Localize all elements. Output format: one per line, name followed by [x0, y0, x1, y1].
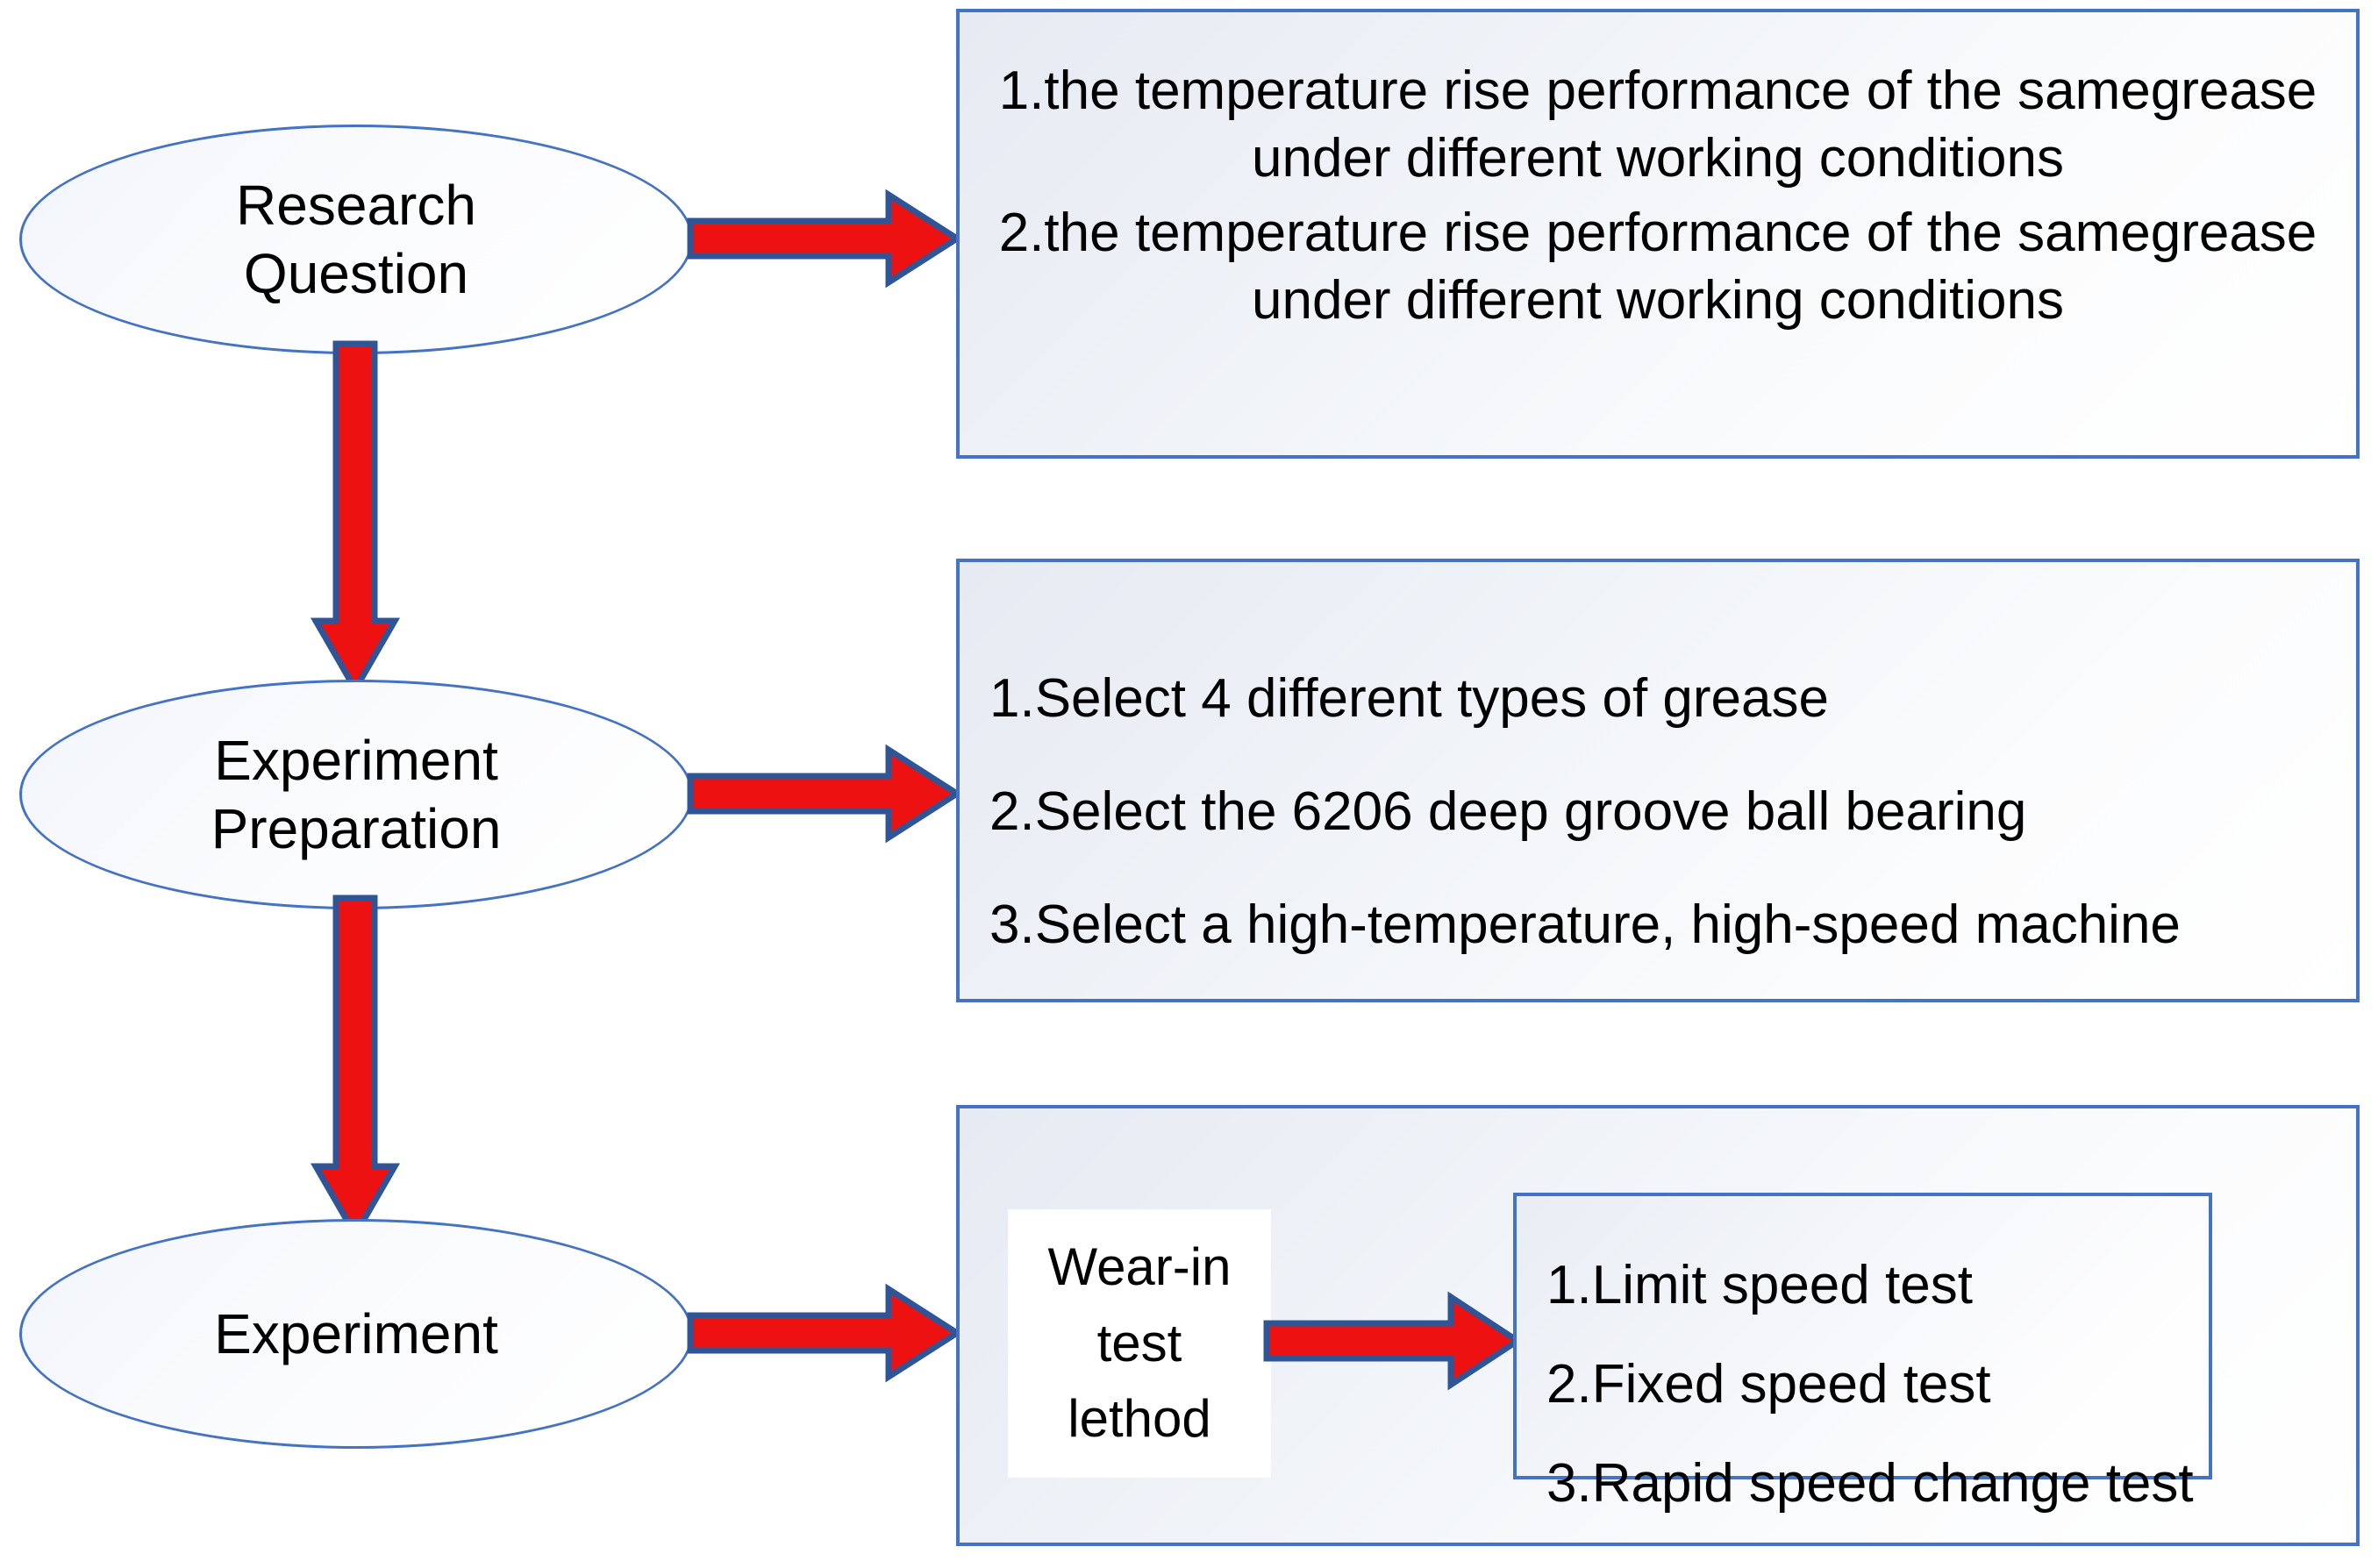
stage-label-research-question: Research Question	[236, 173, 476, 305]
arrow-preparation-to-experiment	[298, 894, 412, 1242]
stage-label-experiment-preparation: Experiment Preparation	[211, 728, 502, 860]
panel-line: 1.the temperature rise performance of th…	[998, 61, 2317, 189]
panel-experiment: Wear-in test lethod 1.Limit speed test 2…	[956, 1105, 2360, 1546]
test-line: 1.Limit speed test	[1546, 1255, 1973, 1315]
arrow-question-to-preparation	[298, 340, 412, 696]
arrow-method-to-tests	[1263, 1288, 1524, 1393]
arrow-experiment-to-panel3	[687, 1280, 963, 1386]
panel-experiment-preparation: 1.Select 4 different types of grease 2.S…	[956, 559, 2360, 1002]
arrow-preparation-to-panel2	[687, 741, 963, 846]
wear-in-test-method-label: Wear-in test lethod	[1047, 1237, 1232, 1449]
stage-ellipse-experiment-preparation[interactable]: Experiment Preparation	[19, 680, 693, 909]
panel-line: 2.Select the 6206 deep groove ball beari…	[989, 780, 2027, 842]
panel-research-question: 1.the temperature rise performance of th…	[956, 9, 2360, 459]
test-line: 2.Fixed speed test	[1546, 1353, 1991, 1415]
panel-line: 3.Select a high-temperature, high-speed …	[989, 894, 2181, 955]
panel-line: 2.the temperature rise performance of th…	[998, 202, 2317, 331]
stage-ellipse-experiment[interactable]: Experiment	[19, 1219, 693, 1449]
wear-in-test-method-box[interactable]: Wear-in test lethod	[1008, 1209, 1271, 1478]
test-line: 3.Rapid speed change test	[1546, 1452, 2194, 1514]
stage-ellipse-research-question[interactable]: Research Question	[19, 125, 693, 354]
panel-line: 1.Select 4 different types of grease	[989, 668, 1830, 729]
speed-tests-panel: 1.Limit speed test 2.Fixed speed test 3.…	[1513, 1193, 2212, 1514]
stage-label-experiment: Experiment	[214, 1301, 498, 1365]
arrow-question-to-panel1	[687, 186, 963, 291]
